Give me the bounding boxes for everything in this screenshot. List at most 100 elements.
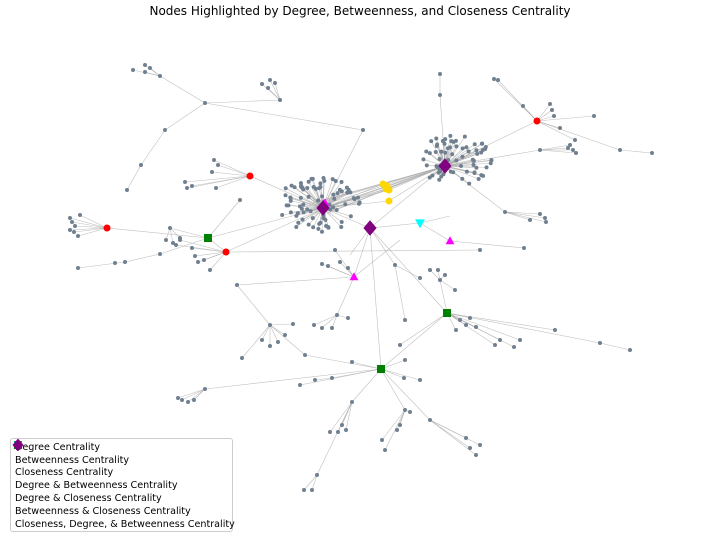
- node: [442, 141, 447, 146]
- node: [398, 343, 402, 347]
- node: [468, 446, 472, 450]
- edge: [225, 207, 324, 253]
- node: [478, 248, 482, 252]
- edge: [369, 227, 448, 314]
- node: [476, 177, 481, 182]
- node: [317, 186, 322, 191]
- betweenness-node: [349, 272, 359, 281]
- node: [321, 216, 326, 221]
- node: [291, 322, 295, 326]
- node: [139, 163, 143, 167]
- edge: [446, 312, 515, 348]
- edge: [380, 368, 421, 381]
- node: [428, 418, 432, 422]
- node: [238, 198, 242, 202]
- node: [306, 179, 311, 184]
- degree-node: [533, 117, 541, 125]
- node: [311, 185, 316, 190]
- edge: [314, 377, 333, 381]
- diamond-marker-icon: [12, 439, 24, 451]
- node: [163, 128, 167, 132]
- node: [294, 224, 299, 229]
- edge: [187, 388, 206, 403]
- node: [196, 260, 200, 264]
- edge: [169, 227, 209, 239]
- node: [574, 151, 578, 155]
- node: [298, 383, 302, 387]
- nodes-layer: [68, 63, 654, 492]
- node: [70, 220, 74, 224]
- node: [288, 198, 293, 203]
- legend-label: Closeness, Degree, & Betweenness Central…: [15, 518, 235, 530]
- edge: [380, 312, 448, 370]
- node: [450, 152, 455, 157]
- node: [308, 209, 313, 214]
- node: [650, 151, 654, 155]
- degree-node: [222, 248, 230, 256]
- node: [479, 150, 484, 155]
- node: [288, 210, 293, 215]
- edge: [204, 368, 382, 390]
- edge: [446, 312, 521, 341]
- node: [131, 68, 135, 72]
- node: [472, 142, 477, 147]
- node: [76, 234, 80, 238]
- node: [618, 148, 622, 152]
- node: [289, 183, 294, 188]
- node: [240, 356, 244, 360]
- node: [318, 181, 323, 186]
- node: [474, 165, 479, 170]
- node: [68, 216, 72, 220]
- edge: [536, 120, 621, 151]
- node: [471, 162, 476, 167]
- node: [538, 212, 542, 216]
- node: [512, 345, 516, 349]
- node: [441, 172, 446, 177]
- node: [445, 146, 450, 151]
- node: [286, 203, 291, 208]
- edge: [394, 264, 406, 321]
- node: [324, 224, 329, 229]
- edge: [394, 264, 421, 279]
- edge: [382, 165, 446, 185]
- node: [305, 207, 310, 212]
- node: [543, 216, 547, 220]
- edge: [191, 175, 251, 187]
- node: [460, 146, 465, 151]
- node: [278, 98, 282, 102]
- node: [451, 170, 456, 175]
- degree-betweenness-node: [443, 309, 451, 317]
- edge: [69, 227, 108, 231]
- node: [320, 194, 325, 199]
- legend-item: Closeness, Degree, & Betweenness Central…: [12, 439, 235, 531]
- legend-item: Degree Centrality: [14, 441, 228, 454]
- node: [310, 216, 315, 221]
- node: [171, 241, 175, 245]
- node: [330, 177, 335, 182]
- all-three-centrality-node: [363, 220, 377, 236]
- node: [68, 228, 72, 232]
- edge: [269, 324, 286, 336]
- node: [330, 376, 334, 380]
- node: [148, 66, 152, 70]
- node: [326, 264, 330, 268]
- node: [424, 163, 429, 168]
- node: [464, 145, 469, 150]
- node: [427, 175, 432, 180]
- node: [466, 149, 471, 154]
- edge: [316, 401, 353, 476]
- edge: [261, 324, 271, 341]
- node: [361, 128, 365, 132]
- legend-label: Degree & Closeness Centrality: [15, 493, 162, 505]
- node: [522, 246, 526, 250]
- node: [280, 213, 285, 218]
- node: [216, 163, 220, 167]
- edge: [351, 361, 382, 370]
- node: [395, 428, 399, 432]
- degree-node: [103, 224, 111, 232]
- edge: [369, 227, 396, 266]
- edge: [269, 323, 294, 326]
- edge: [322, 183, 384, 209]
- node: [550, 108, 554, 112]
